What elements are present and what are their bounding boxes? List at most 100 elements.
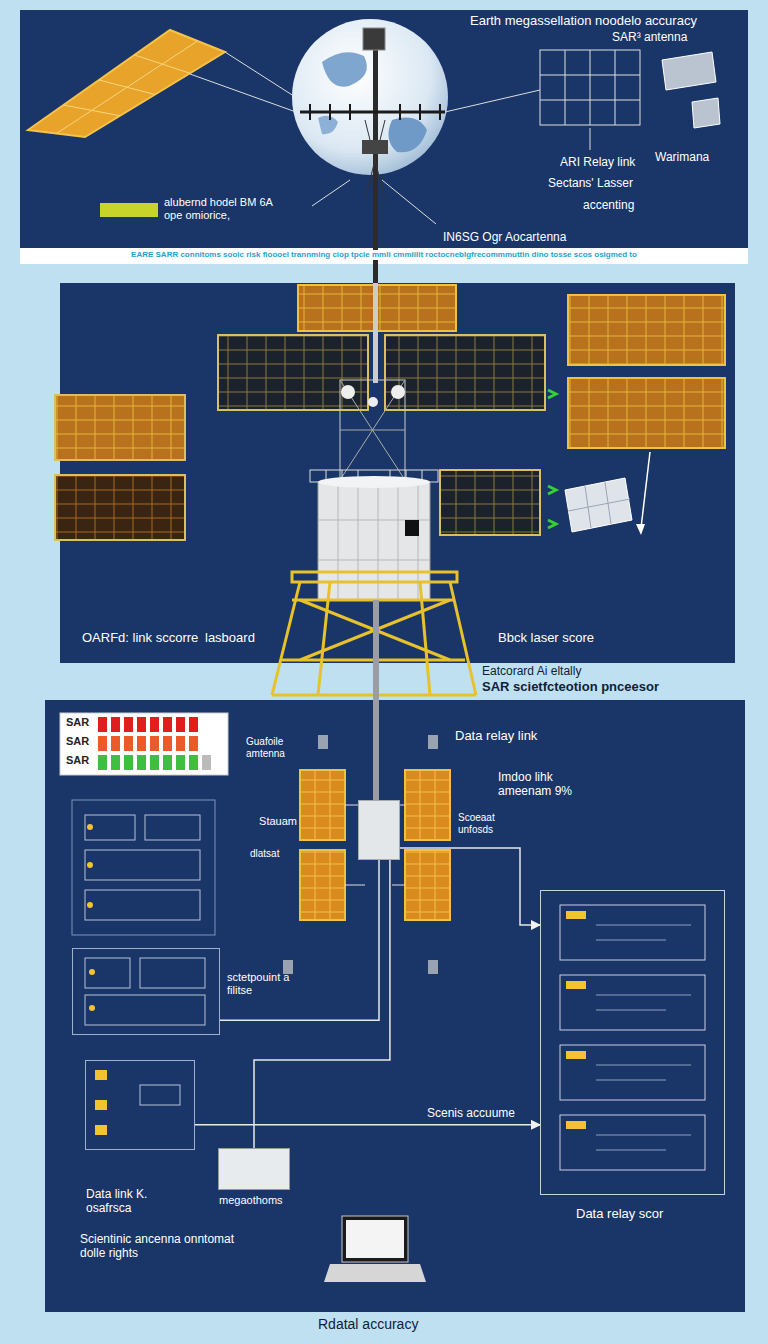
label-text: Bbck laser score — [498, 630, 594, 646]
solar-array — [568, 482, 630, 528]
laptop — [324, 1264, 426, 1282]
antenna-mast — [365, 120, 385, 200]
status-dot — [89, 1005, 95, 1011]
satellite-tower — [340, 380, 405, 480]
panel-background — [20, 10, 748, 248]
label-text: Eatcorard Ai eltally — [482, 664, 581, 678]
relay-module — [566, 1051, 586, 1059]
status-dot — [87, 902, 93, 908]
satellite-tower — [318, 476, 430, 488]
node-text: SAR — [66, 716, 89, 729]
label-text: lasboard — [205, 630, 255, 646]
earth-globe — [388, 118, 427, 153]
circuit-board — [140, 958, 205, 988]
satellite-tower — [373, 283, 378, 383]
relay-module — [560, 1115, 705, 1170]
node-text: Data relay scor — [576, 1206, 663, 1222]
label-text: Warimana — [655, 150, 709, 164]
connector — [254, 860, 390, 1148]
connector-label: Scenis accuume — [425, 1106, 517, 1120]
node-box: SARSARSAR — [60, 713, 228, 775]
relay-module — [560, 905, 705, 960]
earth-globe — [292, 19, 448, 175]
panel-background — [60, 283, 735, 663]
score-bars — [202, 755, 211, 770]
connector — [195, 1124, 540, 1126]
solar-array — [385, 335, 545, 410]
satellite-tower — [340, 380, 405, 480]
relay-module — [566, 981, 586, 989]
wireframe-panel — [540, 50, 720, 128]
label-text: Scientinic ancenna onntomat dolle rights — [80, 1232, 245, 1261]
legend-text: alubernd hodel BM 6A ope omiorice, — [164, 196, 286, 222]
relay-module — [560, 975, 705, 1030]
label-text: IN6SG Ogr Aocartenna — [443, 230, 566, 244]
wireframe-panel — [540, 50, 640, 125]
diagram-title: Earth megassellation noodelo accuracy — [470, 13, 697, 29]
antenna-mast — [300, 111, 445, 114]
antenna-mast — [363, 28, 385, 50]
node-text: SAR — [66, 754, 89, 767]
status-dot — [87, 862, 93, 868]
satellite-tower — [310, 283, 438, 600]
label-text: ARI Relay link — [560, 155, 635, 169]
node-box: Data relay scor — [540, 890, 725, 1195]
node-text: megaothoms — [219, 1194, 283, 1207]
solar-panel — [28, 30, 225, 137]
relay-module — [566, 911, 586, 919]
circuit-board — [85, 958, 130, 988]
circuit-board — [140, 1085, 180, 1105]
node-box: Data link K. osafrsca — [85, 1060, 195, 1150]
antenna-mast — [362, 140, 388, 154]
solar-panel — [57, 41, 198, 134]
circuit-board — [145, 815, 200, 840]
legend-item: alubernd hodel BM 6A ope omiorice, — [100, 196, 290, 226]
antenna-mast — [310, 104, 440, 120]
antenna-unit — [318, 735, 328, 749]
antenna-mast — [300, 28, 445, 285]
solar-array — [565, 478, 632, 532]
panel-background — [20, 10, 748, 1312]
satellite-mast — [373, 600, 379, 810]
laptop — [342, 1216, 408, 1262]
leader-line — [312, 180, 350, 206]
leader-line — [590, 128, 591, 150]
connector — [400, 848, 540, 925]
relay-module — [566, 1121, 586, 1129]
status-dot — [95, 1100, 107, 1110]
solar-array — [440, 470, 540, 535]
satellite-mast — [373, 600, 379, 810]
leader-line — [382, 180, 436, 224]
connector — [220, 860, 379, 1020]
label-text: SAR scietfcteotion pnceesor — [482, 679, 659, 695]
earth-globe — [318, 116, 338, 135]
relay-module — [560, 905, 705, 1170]
antenna-unit — [428, 960, 438, 974]
label-text: Imdoo lihk ameenam 9% — [498, 770, 583, 799]
earth-globe — [322, 52, 367, 87]
leader-line — [190, 74, 296, 112]
antenna-unit — [428, 735, 438, 749]
solar-array — [218, 335, 368, 410]
circuit-board — [85, 995, 205, 1025]
satellite-panel — [300, 850, 345, 920]
panel-background — [20, 248, 748, 264]
status-dot — [95, 1070, 107, 1080]
satellite-tower — [368, 397, 378, 407]
label-text: dlatsat — [250, 848, 279, 860]
legend-swatch — [100, 203, 158, 217]
satellite-panel — [300, 770, 345, 840]
circuit-board — [72, 800, 215, 935]
node-text: Data link K. osafrsca — [86, 1187, 186, 1216]
score-bars — [60, 713, 228, 775]
score-bars — [98, 755, 198, 770]
solar-array — [548, 390, 556, 528]
satellite-panel — [300, 770, 450, 920]
support-truss — [292, 572, 457, 582]
label-text: SAR³ antenna — [612, 30, 687, 44]
laptop — [346, 1220, 404, 1258]
score-bars — [60, 713, 228, 775]
circuit-board — [85, 850, 200, 880]
